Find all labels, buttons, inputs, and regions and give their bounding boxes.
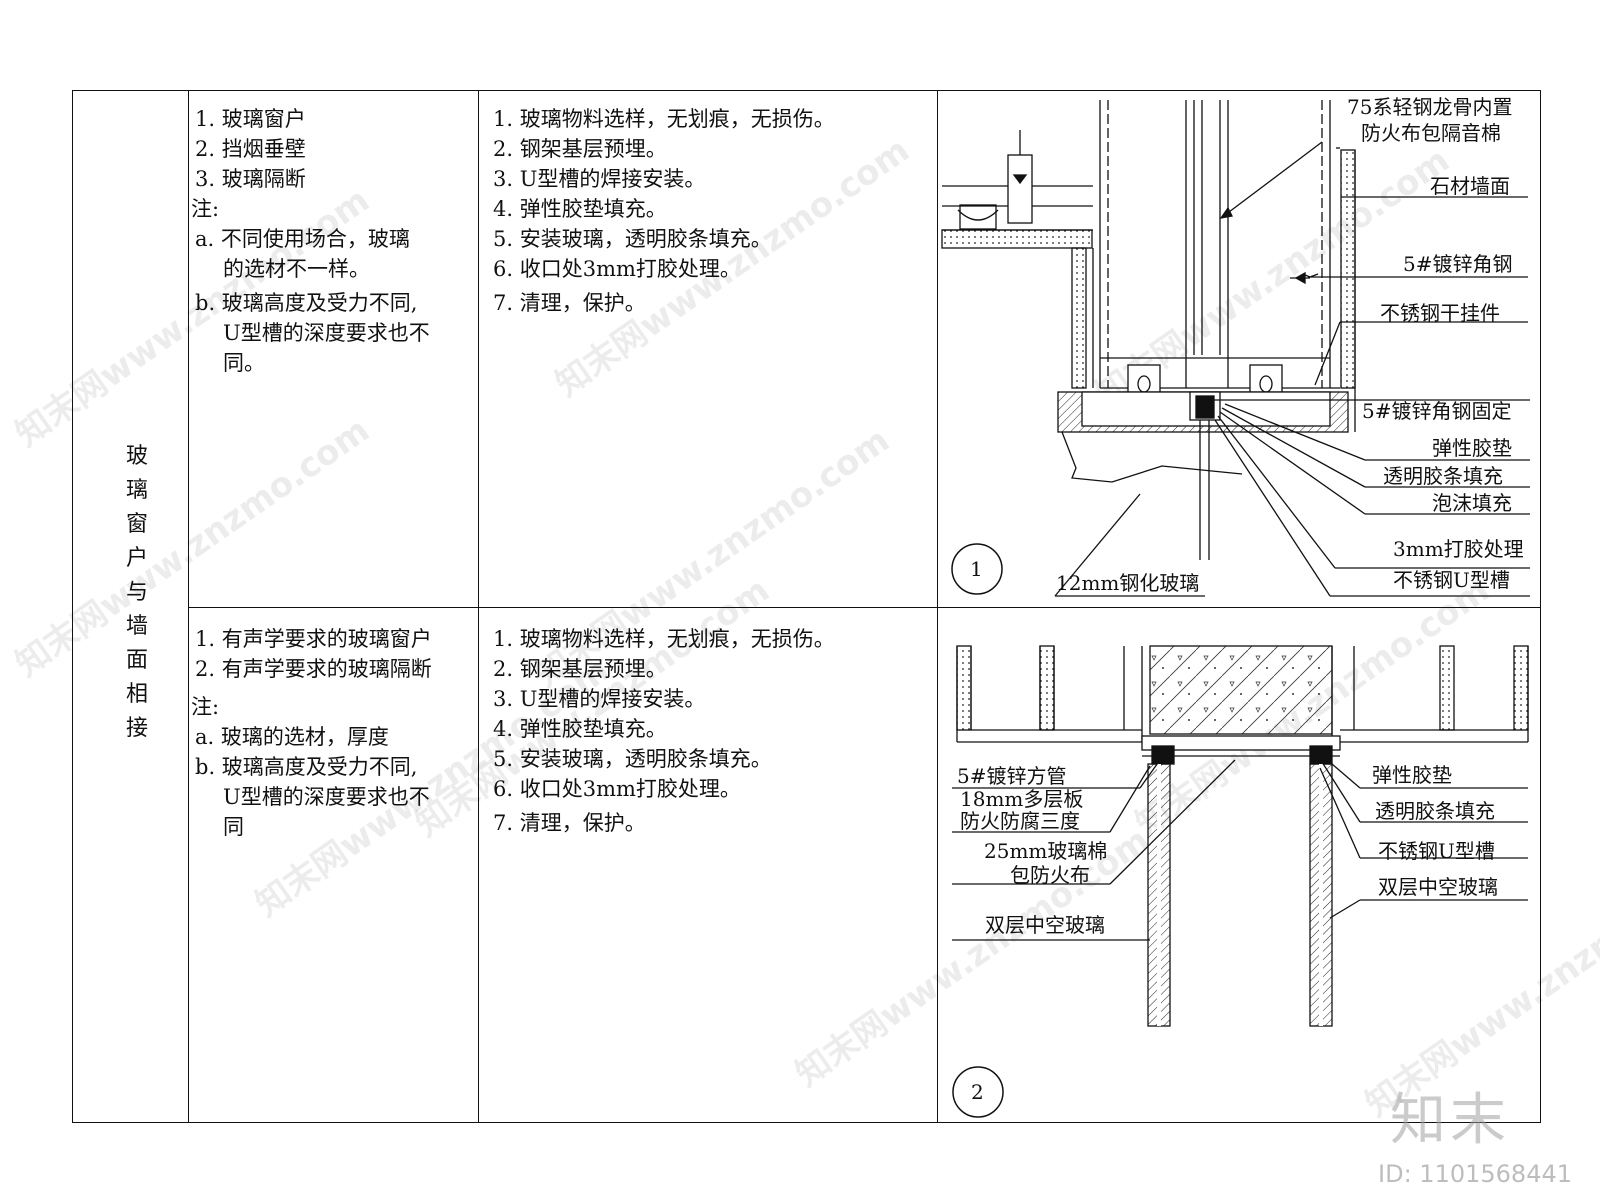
detail-2-label: 双层中空玻璃 — [1378, 875, 1498, 899]
list-item: 6. 收口处3mm打胶处理。 — [493, 257, 741, 281]
note-line: a. 玻璃的选材，厚度 — [195, 725, 389, 749]
row1-applications: 1. 玻璃窗户 2. 挡烟垂壁 3. 玻璃隔断 注: a. 不同使用场合，玻璃 … — [191, 104, 430, 378]
col-divider — [478, 90, 479, 1123]
list-item: 7. 清理，保护。 — [493, 291, 646, 315]
list-item: 4. 弹性胶垫填充。 — [493, 197, 667, 221]
detail-2-label: 双层中空玻璃 — [985, 913, 1105, 937]
table-frame — [72, 90, 1541, 1123]
list-item: 1. 玻璃物料选样，无划痕，无损伤。 — [493, 627, 835, 651]
detail-1-label: 泡沫填充 — [1432, 491, 1512, 515]
detail-1-label: 3mm打胶处理 — [1393, 537, 1524, 561]
note-line: U型槽的深度要求也不 — [223, 785, 430, 809]
detail-2-label: 弹性胶垫 — [1372, 763, 1452, 787]
detail-1-label: 透明胶条填充 — [1383, 464, 1503, 488]
note-line: 同 — [223, 815, 244, 839]
detail-1-label: 75系轻钢龙骨内置 — [1347, 95, 1513, 119]
detail-2-label: 透明胶条填充 — [1375, 799, 1495, 823]
detail-1-drawing — [941, 100, 1530, 597]
detail-1-label: 5#镀锌角钢 — [1403, 252, 1513, 276]
list-item: 2. 钢架基层预埋。 — [493, 657, 667, 681]
detail-2-label: 防火防腐三度 — [960, 809, 1080, 833]
list-item: 1. 玻璃窗户 — [195, 107, 306, 131]
detail-1-label: 不锈钢干挂件 — [1380, 301, 1500, 325]
note-title: 注: — [191, 197, 220, 221]
detail-1-label: 5#镀锌角钢固定 — [1362, 399, 1512, 423]
note-line: b. 玻璃高度及受力不同, — [195, 755, 418, 779]
note-line: 同。 — [223, 351, 265, 375]
note-line: U型槽的深度要求也不 — [223, 321, 430, 345]
detail-1-label: 12mm钢化玻璃 — [1056, 571, 1200, 595]
list-item: 6. 收口处3mm打胶处理。 — [493, 777, 741, 801]
note-title: 注: — [191, 695, 220, 719]
detail-1-label: 石材墙面 — [1430, 174, 1510, 198]
category-title: 玻 璃 窗 户 与 墙 面 相 接 — [125, 444, 148, 741]
detail-2-label: 5#镀锌方管 — [957, 764, 1067, 788]
detail-1-label: 弹性胶垫 — [1432, 436, 1512, 460]
detail-2-label: 包防火布 — [1010, 863, 1090, 887]
detail-2-number: 2 — [971, 1080, 984, 1104]
detail-2-label: 18mm多层板 — [960, 787, 1084, 811]
row-divider — [188, 607, 1541, 608]
image-id: ID: 1101568441 — [1378, 1160, 1572, 1188]
list-item: 3. U型槽的焊接安装。 — [493, 167, 706, 191]
list-item: 1. 玻璃物料选样，无划痕，无损伤。 — [493, 107, 835, 131]
note-line: b. 玻璃高度及受力不同, — [195, 291, 418, 315]
logo: 知末 — [1390, 1088, 1510, 1153]
list-item: 7. 清理，保护。 — [493, 811, 646, 835]
row2-steps: 1. 玻璃物料选样，无划痕，无损伤。 2. 钢架基层预埋。 3. U型槽的焊接安… — [493, 624, 835, 838]
detail-1-number: 1 — [970, 557, 983, 581]
row1-steps: 1. 玻璃物料选样，无划痕，无损伤。 2. 钢架基层预埋。 3. U型槽的焊接安… — [493, 104, 835, 318]
detail-2-label: 25mm玻璃棉 — [984, 839, 1108, 863]
list-item: 2. 钢架基层预埋。 — [493, 137, 667, 161]
note-line: a. 不同使用场合，玻璃 — [195, 227, 410, 251]
detail-1-label: 防火布包隔音棉 — [1361, 121, 1501, 145]
detail-2-drawing — [952, 645, 1529, 1118]
row2-applications: 1. 有声学要求的玻璃窗户 2. 有声学要求的玻璃隔断 注: a. 玻璃的选材，… — [191, 624, 432, 842]
list-item: 2. 有声学要求的玻璃隔断 — [195, 657, 432, 681]
col-divider — [188, 90, 189, 1123]
list-item: 5. 安装玻璃，透明胶条填充。 — [493, 227, 772, 251]
note-line: 的选材不一样。 — [223, 257, 370, 281]
list-item: 3. 玻璃隔断 — [195, 167, 306, 191]
list-item: 5. 安装玻璃，透明胶条填充。 — [493, 747, 772, 771]
detail-2-label: 不锈钢U型槽 — [1378, 839, 1495, 863]
list-item: 2. 挡烟垂壁 — [195, 137, 306, 161]
detail-1-label: 不锈钢U型槽 — [1393, 568, 1510, 592]
col-divider — [937, 90, 938, 1123]
list-item: 1. 有声学要求的玻璃窗户 — [195, 627, 432, 651]
list-item: 4. 弹性胶垫填充。 — [493, 717, 667, 741]
list-item: 3. U型槽的焊接安装。 — [493, 687, 706, 711]
